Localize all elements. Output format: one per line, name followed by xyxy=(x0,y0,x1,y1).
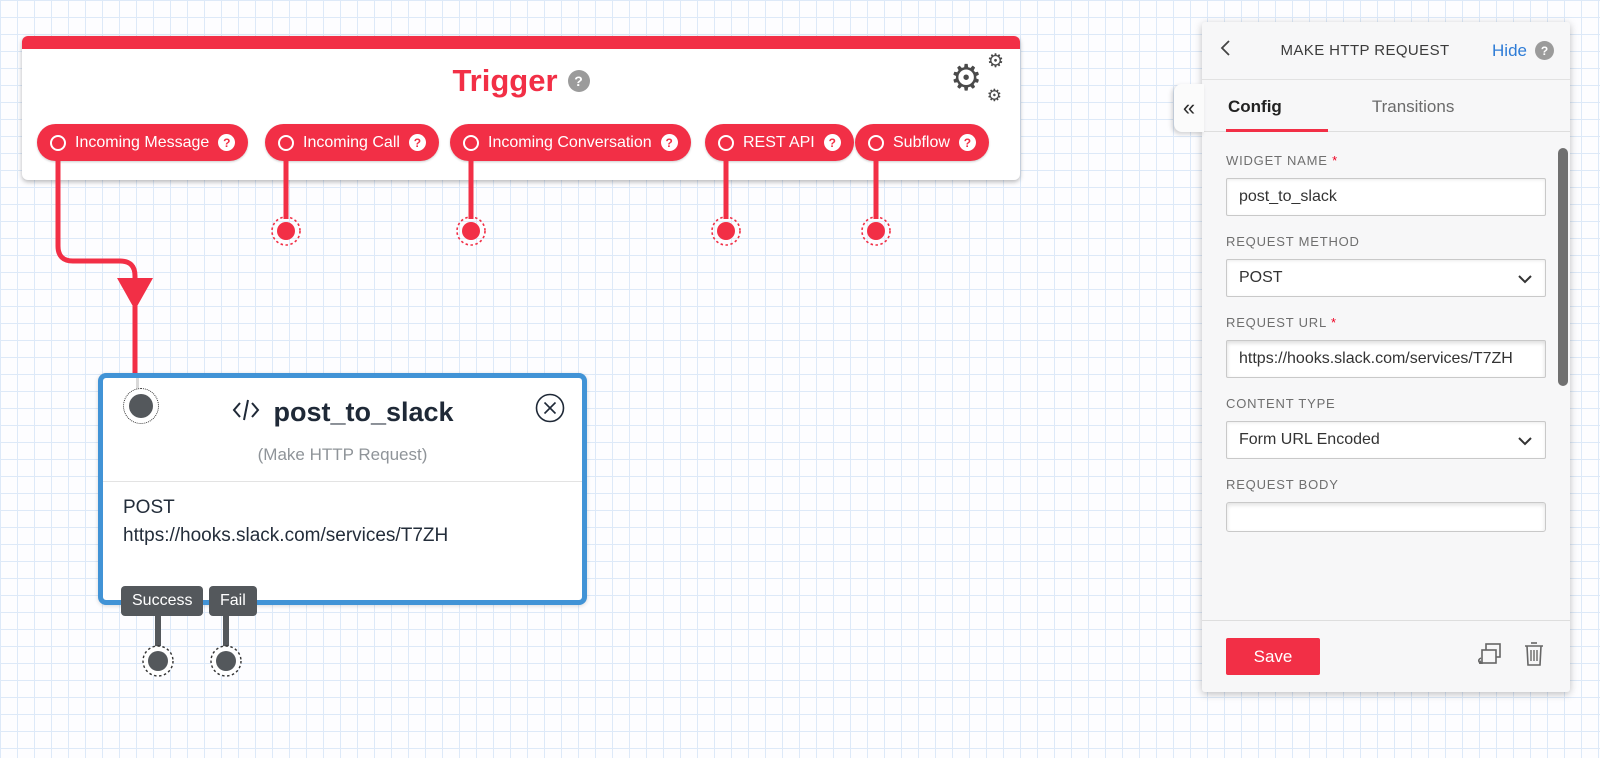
panel-tabs: Config Transitions xyxy=(1202,80,1570,132)
trigger-pill-incoming-conversation[interactable]: Incoming Conversation ? xyxy=(450,124,691,161)
panel-body: WIDGET NAME * post_to_slack REQUEST METH… xyxy=(1202,133,1570,620)
connector-endpoint-dot[interactable] xyxy=(148,651,168,671)
trigger-pill-incoming-message[interactable]: Incoming Message ? xyxy=(37,124,249,161)
request-method-select[interactable]: POST xyxy=(1226,259,1546,297)
tab-config[interactable]: Config xyxy=(1226,97,1328,132)
input-dot-stem xyxy=(136,378,139,394)
connector-ring-icon xyxy=(463,134,479,151)
request-body-label: REQUEST BODY xyxy=(1226,477,1339,492)
chevron-down-icon xyxy=(1517,434,1533,452)
trigger-pill-subflow[interactable]: Subflow ? xyxy=(855,124,989,161)
widget-post-to-slack[interactable]: post_to_slack (Make HTTP Request) POST h… xyxy=(98,373,587,616)
panel-header: MAKE HTTP REQUEST Hide ? xyxy=(1202,22,1570,80)
trigger-header-bar xyxy=(22,36,1020,49)
connector-line-incoming-message xyxy=(55,160,138,278)
help-icon[interactable]: ? xyxy=(660,134,678,151)
widget-input-dot-fill xyxy=(129,394,153,418)
close-icon[interactable] xyxy=(534,392,566,424)
connector-endpoint-dot[interactable] xyxy=(462,222,480,240)
request-body-input[interactable] xyxy=(1226,502,1546,532)
help-icon[interactable]: ? xyxy=(823,134,841,151)
request-url-label: REQUEST URL * xyxy=(1226,315,1337,330)
pill-label: Subflow xyxy=(893,133,950,151)
transition-tag-success[interactable]: Success xyxy=(121,586,204,616)
widget-name-input[interactable]: post_to_slack xyxy=(1226,178,1546,216)
widget-name-label: WIDGET NAME * xyxy=(1226,153,1339,168)
pill-label: REST API xyxy=(743,133,815,151)
settings-gears-icon[interactable]: ⚙ ⚙ ⚙ xyxy=(950,52,1006,104)
chevron-left-icon[interactable] xyxy=(1218,38,1238,63)
connector-endpoint-ring xyxy=(271,216,301,246)
config-panel: MAKE HTTP REQUEST Hide ? Config Transiti… xyxy=(1202,22,1570,692)
save-button[interactable]: Save xyxy=(1226,638,1320,675)
help-icon[interactable]: ? xyxy=(408,134,426,151)
content-type-select[interactable]: Form URL Encoded xyxy=(1226,421,1546,459)
hide-link[interactable]: Hide xyxy=(1492,40,1527,60)
connector-endpoint-ring xyxy=(456,216,486,246)
required-asterisk: * xyxy=(1330,315,1337,330)
pill-label: Incoming Conversation xyxy=(488,133,652,151)
widget-url: https://hooks.slack.com/services/T7ZH xyxy=(123,524,449,546)
request-method-label: REQUEST METHOD xyxy=(1226,234,1360,249)
widget-type-label: (Make HTTP Request) xyxy=(257,445,428,464)
widget-input-dot[interactable] xyxy=(123,388,159,424)
pill-label: Incoming Message xyxy=(75,133,210,151)
gear-icon: ⚙ xyxy=(986,51,1004,72)
gear-icon: ⚙ xyxy=(950,57,983,98)
content-type-label: CONTENT TYPE xyxy=(1226,396,1336,411)
divider xyxy=(103,481,582,482)
gear-icon: ⚙ xyxy=(986,86,1002,105)
panel-scrollbar[interactable] xyxy=(1558,148,1568,386)
connector-endpoint-dot[interactable] xyxy=(867,222,885,240)
trigger-widget[interactable]: Trigger ? ⚙ ⚙ ⚙ Incoming Message ? Incom… xyxy=(22,36,1020,180)
pill-label: Incoming Call xyxy=(303,133,400,151)
connector-endpoint-dot[interactable] xyxy=(717,222,735,240)
transition-tag-fail[interactable]: Fail xyxy=(209,586,257,616)
connector-endpoint-dot[interactable] xyxy=(277,222,295,240)
code-icon xyxy=(231,396,261,429)
connector-ring-icon xyxy=(50,134,66,151)
request-url-input[interactable]: https://hooks.slack.com/services/T7ZH xyxy=(1226,340,1546,378)
connector-arrow-icon xyxy=(117,278,153,310)
trigger-title: Trigger xyxy=(452,63,558,98)
chevron-down-icon xyxy=(1517,272,1533,290)
help-icon[interactable]: ? xyxy=(958,134,976,151)
connector-ring-icon xyxy=(718,134,734,151)
connector-endpoint-ring xyxy=(711,216,741,246)
connector-endpoint-ring xyxy=(861,216,891,246)
help-icon[interactable]: ? xyxy=(567,70,590,92)
connector-ring-icon xyxy=(278,134,294,151)
request-method-value: POST xyxy=(1239,269,1283,286)
panel-title: MAKE HTTP REQUEST xyxy=(1280,42,1450,59)
panel-footer: Save xyxy=(1202,620,1570,692)
tab-transitions[interactable]: Transitions xyxy=(1371,97,1455,116)
trash-icon[interactable] xyxy=(1522,640,1546,673)
trigger-title-row: Trigger ? xyxy=(22,63,1020,99)
collapse-panel-icon[interactable]: « xyxy=(1174,84,1204,132)
connector-ring-icon xyxy=(868,134,884,151)
help-icon[interactable]: ? xyxy=(1535,41,1554,60)
widget-name: post_to_slack xyxy=(273,397,454,427)
trigger-pill-rest-api[interactable]: REST API ? xyxy=(705,124,854,161)
duplicate-icon[interactable] xyxy=(1476,641,1504,672)
trigger-pill-incoming-call[interactable]: Incoming Call ? xyxy=(265,124,439,161)
widget-method: POST xyxy=(123,497,175,518)
content-type-value: Form URL Encoded xyxy=(1239,431,1380,448)
connector-endpoint-dot[interactable] xyxy=(216,651,236,671)
required-asterisk: * xyxy=(1332,153,1339,168)
help-icon[interactable]: ? xyxy=(218,134,236,151)
